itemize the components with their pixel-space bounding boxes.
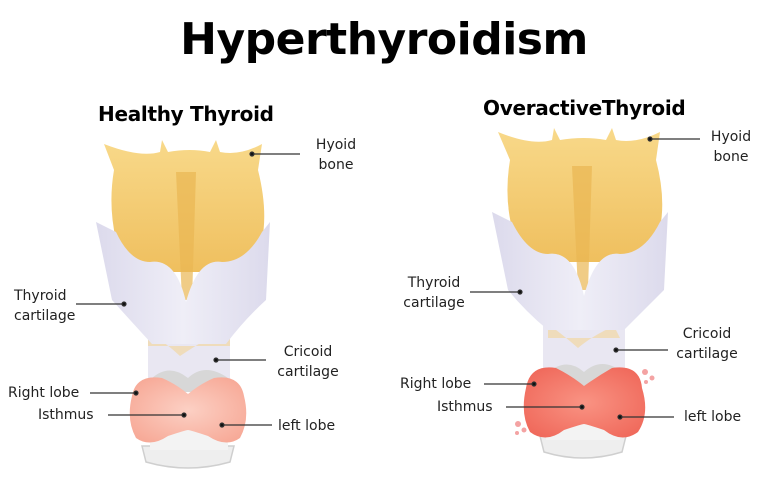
label-line: cartilage — [277, 364, 339, 380]
overactive-thyroid-cartilage — [492, 212, 668, 330]
label-line: cartilage — [14, 308, 76, 324]
healthy-panel-title: Healthy Thyroid — [98, 102, 274, 126]
label-line: Hyoid — [710, 129, 752, 145]
overactive-leader-lines — [470, 136, 700, 420]
healthy-trachea-ring — [141, 445, 235, 469]
overactive-label-cricoid-cartilage: Cricoid cartilage — [670, 324, 744, 364]
healthy-label-right-lobe: Right lobe — [8, 385, 80, 401]
overactive-trachea-ring — [539, 435, 627, 459]
label-line: cartilage — [676, 346, 738, 362]
label-line: cartilage — [403, 295, 465, 311]
healthy-label-left-lobe: left lobe — [278, 418, 336, 434]
inflammation-marks — [515, 369, 655, 435]
label-line: Cricoid — [283, 344, 333, 360]
healthy-label-cricoid-cartilage: Cricoid cartilage — [268, 342, 348, 382]
overactive-label-right-lobe: Right lobe — [400, 376, 472, 392]
overactive-label-isthmus: Isthmus — [437, 399, 493, 415]
overactive-larynx — [492, 128, 668, 459]
label-line: Thyroid — [407, 275, 461, 291]
healthy-leader-lines — [76, 151, 300, 428]
label-line: Cricoid — [682, 326, 732, 342]
label-line: Hyoid — [315, 137, 357, 153]
overactive-thyroid-gland — [523, 367, 646, 438]
healthy-label-isthmus: Isthmus — [38, 407, 94, 423]
label-line: bone — [318, 157, 354, 173]
overactive-label-hyoid-bone: Hyoid bone — [702, 127, 760, 167]
healthy-label-hyoid-bone: Hyoid bone — [306, 135, 366, 175]
healthy-thyroid-gland — [129, 377, 247, 443]
label-line: Thyroid — [14, 288, 67, 304]
overactive-label-thyroid-cartilage: Thyroid cartilage — [398, 273, 470, 313]
healthy-thyroid-cartilage — [96, 222, 270, 344]
healthy-larynx — [96, 140, 270, 469]
healthy-label-thyroid-cartilage: Thyroid cartilage — [14, 286, 75, 326]
overactive-panel-title: OveractiveThyroid — [483, 96, 686, 120]
label-line: bone — [713, 149, 749, 165]
page-title: Hyperthyroidism — [180, 14, 588, 65]
overactive-label-left-lobe: left lobe — [684, 409, 742, 425]
